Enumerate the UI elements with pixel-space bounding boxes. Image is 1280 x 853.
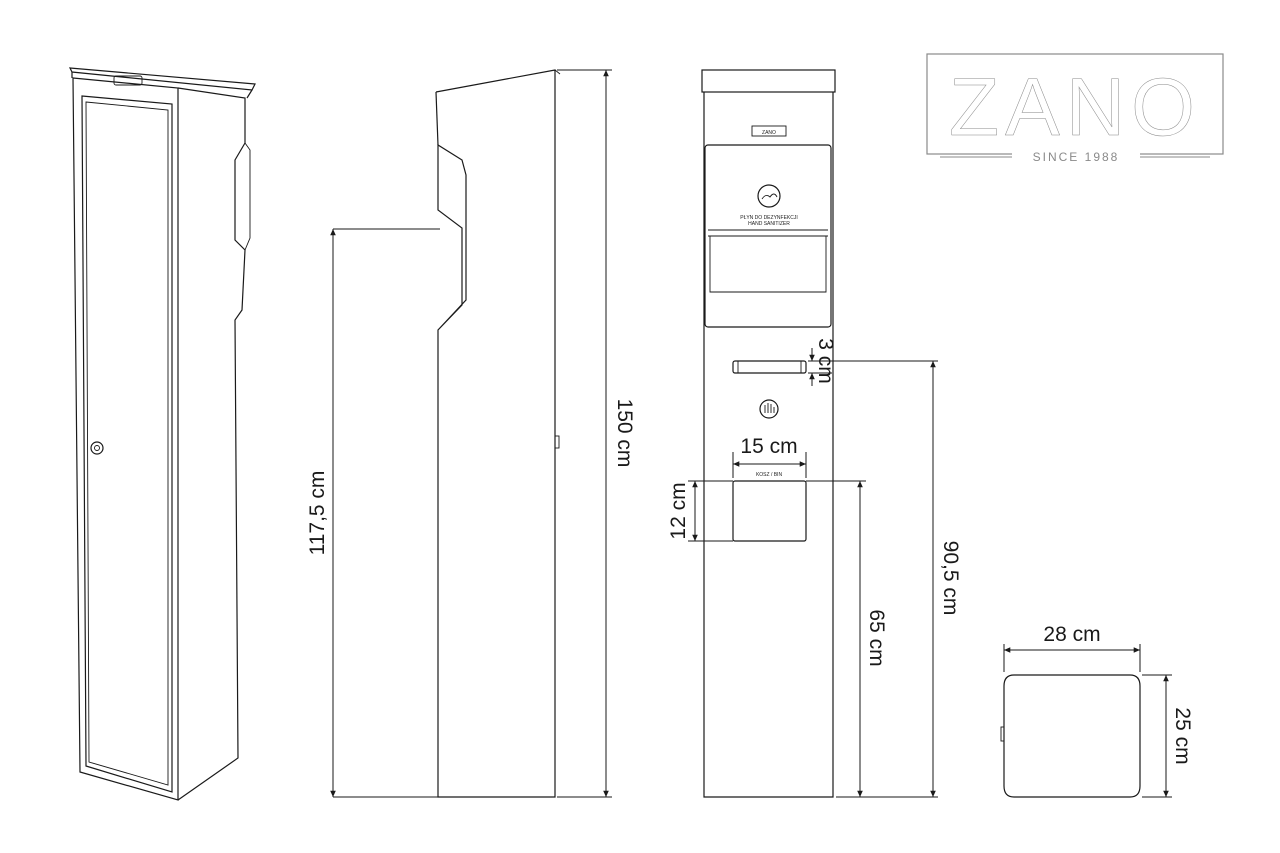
- lid-display-window: [113, 75, 143, 86]
- dim-base-depth: 25 cm: [1171, 707, 1194, 764]
- logo-brand: ZANO: [949, 62, 1201, 153]
- dim-total-height: 150 cm: [613, 399, 636, 468]
- logo-tagline: SINCE 1988: [1033, 150, 1120, 164]
- side-view: 117,5 cm 150 cm: [306, 69, 636, 798]
- dim-bin-width: 15 cm: [740, 435, 797, 458]
- sanitizer-dispenser: [704, 144, 832, 328]
- dim-bin-position: 65 cm: [865, 609, 888, 666]
- top-cap: [701, 69, 836, 93]
- isometric-view: [68, 67, 256, 801]
- door: [81, 95, 173, 793]
- dim-bin-height: 12 cm: [667, 482, 690, 539]
- dim-dispenser-height: 117,5 cm: [306, 471, 329, 556]
- front-view: ZANO PŁYN DO DEZYNFEKCJI HAND SANITIZER …: [667, 69, 962, 798]
- dim-slot-position: 90,5 cm: [939, 541, 962, 616]
- sanitizer-label-en: HAND SANITIZER: [748, 221, 790, 227]
- bin-label: KOSZ / BIN: [756, 472, 783, 478]
- brand-plate: ZANO: [762, 130, 776, 136]
- dim-base-width: 28 cm: [1043, 623, 1100, 646]
- base-view: 28 cm 25 cm: [1000, 623, 1194, 798]
- bin-opening: [732, 480, 807, 542]
- base-outline: [1003, 674, 1141, 798]
- sanitizer-label-pl: PŁYN DO DEZYNFEKCJI: [740, 215, 798, 221]
- hand-sensor-icon: [759, 399, 779, 419]
- lock-icon: [90, 441, 104, 455]
- sensor-slot: [732, 360, 807, 374]
- hands-icon: [757, 184, 781, 208]
- zano-logo: ZANO SINCE 1988: [926, 53, 1224, 164]
